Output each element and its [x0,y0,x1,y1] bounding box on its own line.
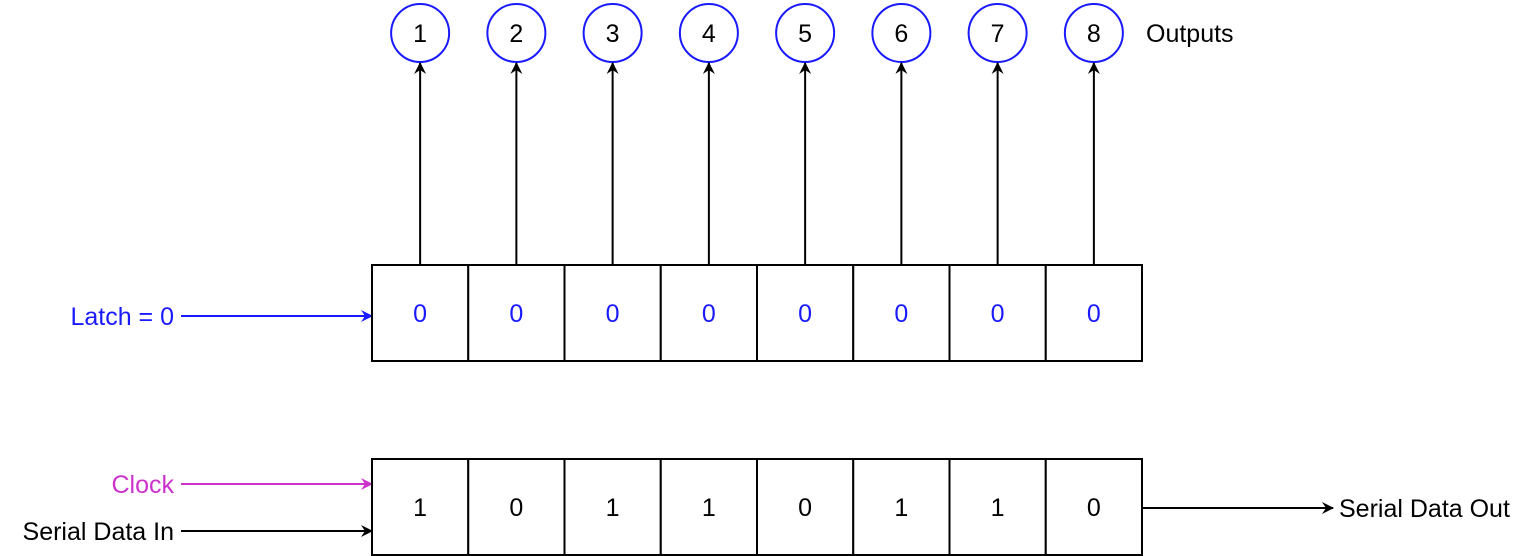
shift-register-cell [371,458,470,556]
clock-label: Clock [111,471,174,499]
shift-register-cell [948,458,1047,556]
output-label: 5 [798,20,812,48]
shift-register-cell [659,458,758,556]
latch-register-cell-value: 0 [606,300,620,328]
latch-register-cell-value: 0 [702,300,716,328]
shift-register-cell-value: 1 [413,494,427,522]
latch-register-cell [467,264,566,362]
latch-register-cell-value: 0 [894,300,908,328]
latch-register-cell-value: 0 [991,300,1005,328]
output-circles: 1 2 3 4 5 6 7 8 [390,3,1124,63]
shift-register-cell [852,458,951,556]
shift-register-cell-value: 1 [894,494,908,522]
latch-register-cell [659,264,758,362]
shift-register-cell [756,458,855,556]
output-label: 6 [894,20,908,48]
latch-register-cell [852,264,951,362]
serial-data-in-label: Serial Data In [23,518,174,546]
shift-register-cell-value: 0 [509,494,523,522]
shift-register-cell [563,458,662,556]
output-label: 8 [1087,20,1101,48]
output-label: 1 [413,20,427,48]
serial-data-out-label: Serial Data Out [1339,495,1510,523]
shift-register-cell-value: 1 [702,494,716,522]
shift-register-cell-value: 0 [798,494,812,522]
latch-register-cell [371,264,470,362]
latch-register-cell-value: 0 [1087,300,1101,328]
latch-register-cell [756,264,855,362]
output-label: 2 [509,20,523,48]
outputs-title: Outputs [1146,20,1234,48]
latch-register: 0 0 0 0 0 0 0 0 [371,264,1143,362]
latch-register-cell [563,264,662,362]
shift-register-cell [1044,458,1143,556]
output-label: 7 [991,20,1005,48]
shift-register-cell-value: 0 [1087,494,1101,522]
latch-register-cell-value: 0 [413,300,427,328]
shift-register-cell-value: 1 [606,494,620,522]
output-arrows [414,62,1100,265]
latch-register-cell-value: 0 [798,300,812,328]
latch-label: Latch = 0 [70,303,174,331]
latch-register-cell [948,264,1047,362]
latch-register-cell [1044,264,1143,362]
shift-register-cell [467,458,566,556]
latch-register-cell-value: 0 [509,300,523,328]
output-label: 4 [702,20,716,48]
shift-register-cell-value: 1 [991,494,1005,522]
output-label: 3 [606,20,620,48]
shift-register: 1 0 1 1 0 1 1 0 [371,458,1143,556]
